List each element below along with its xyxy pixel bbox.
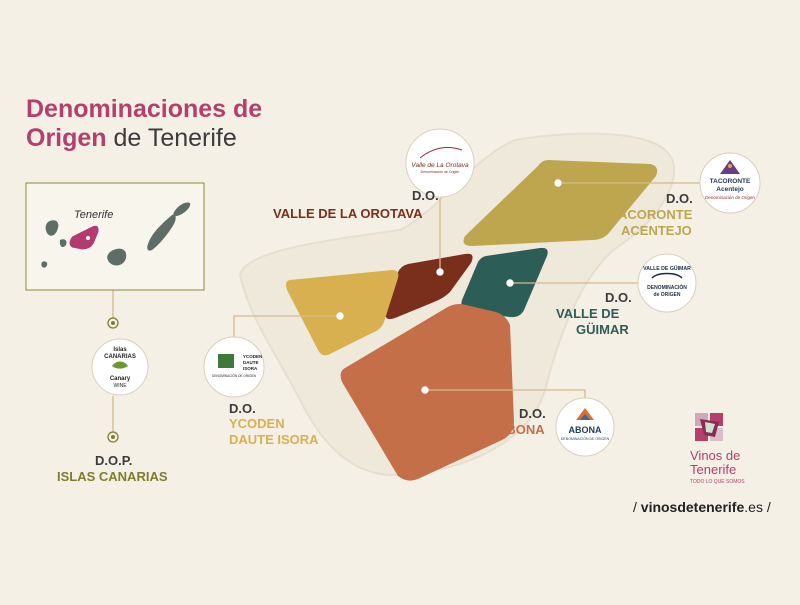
island-gran-canaria — [107, 248, 127, 266]
dot-orotava — [436, 268, 444, 276]
logo-circle-orotava — [405, 128, 475, 198]
label-orotava-name: VALLE DE LA OROTAVA — [273, 206, 423, 221]
island-lanzarote — [173, 202, 191, 216]
connector-lines — [112, 182, 700, 432]
label-guimar-line2: GÜIMAR — [576, 322, 629, 337]
logo-circle-abona — [555, 397, 615, 457]
island-tenerife — [68, 224, 100, 251]
logo-guimar-line2: DENOMINACIÓN — [647, 283, 687, 291]
logo-islas-line3: Canary — [110, 376, 131, 382]
logo-islas-line2: CANARIAS — [104, 354, 136, 360]
brand-tagline: TODO LO QUE SOMOS — [690, 479, 745, 485]
region-ycoden-daute-isora — [286, 270, 399, 356]
label-ycoden-prefix: D.O. — [229, 401, 256, 416]
logo-tacoronte-line2: Acentejo — [716, 186, 743, 193]
dot-guimar — [506, 279, 514, 287]
sun-emblem-icon — [728, 164, 732, 168]
inset-frame — [25, 182, 205, 291]
logo-circle-guimar — [637, 253, 697, 313]
dot-ycoden — [336, 312, 344, 320]
logo-ycoden-line1: YCODEN — [243, 354, 262, 359]
logo-ycoden-sub: DENOMINACIÓN DE ORIGEN — [212, 373, 257, 378]
label-tacoronte-line1: TACORONTE — [611, 207, 693, 222]
label-islas-name: ISLAS CANARIAS — [57, 469, 168, 484]
inset-map: Tenerife — [25, 182, 205, 291]
brand-logo: Vinos de Tenerife TODO LO QUE SOMOS — [690, 413, 745, 485]
logo-guimar-line3: de ORIGEN — [654, 292, 681, 298]
url-slash-open: / — [633, 499, 641, 515]
label-guimar-line1: VALLE DE — [556, 306, 620, 321]
inset-label-tenerife: Tenerife — [74, 209, 113, 221]
brand-url: / vinosdetenerife.es / — [633, 499, 771, 515]
logo-abona-text: ABONA — [569, 425, 602, 435]
label-tacoronte-line2: ACENTEJO — [621, 223, 692, 238]
island-el-hierro — [41, 261, 48, 268]
region-dots — [336, 179, 562, 394]
connector-ycoden — [233, 315, 340, 338]
logo-ycoden-line2: DAUTE — [243, 360, 259, 365]
url-bold: vinosdetenerife — [641, 499, 745, 515]
region-tacoronte-acentejo — [463, 160, 658, 246]
region-valle-de-guimar — [461, 247, 548, 318]
island-la-palma — [45, 220, 59, 236]
label-guimar-prefix: D.O. — [605, 290, 632, 305]
title-line-2: Origen de Tenerife — [26, 124, 237, 152]
island-fuerteventura — [147, 214, 176, 251]
connector-abona — [425, 389, 586, 398]
brand-line1: Vinos de — [690, 448, 740, 463]
logo-abona: ABONA DENOMINACIÓN DE ORIGEN — [555, 397, 615, 457]
title-line-1: Denominaciones de — [26, 95, 262, 123]
logo-orotava-text: Valle de La Orotava — [411, 162, 469, 169]
region-labels: D.O. VALLE DE LA OROTAVA D.O. TACORONTE … — [57, 188, 693, 484]
arch-emblem-icon — [651, 272, 683, 279]
url-slash-close: / — [763, 499, 771, 515]
title-origen: Origen — [26, 124, 107, 152]
page-title: Denominaciones de Origen de Tenerife — [26, 95, 262, 152]
logo-islas-line4: WINE — [113, 383, 127, 389]
label-abona-name: ABONA — [497, 422, 545, 437]
logo-islas-canarias: Islas CANARIAS Canary WINE — [91, 338, 149, 396]
brand-mosaic-icon — [695, 413, 723, 441]
logo-valle-de-la-orotava: Valle de La Orotava Denominación de Orig… — [405, 128, 475, 198]
logo-tacoronte-line1: TACORONTE — [710, 178, 751, 185]
ycoden-emblem-icon — [218, 354, 234, 368]
title-de-tenerife: de Tenerife — [107, 124, 237, 152]
marker-dot-top — [111, 321, 115, 325]
label-ycoden-line2: DAUTE ISORA — [229, 432, 319, 447]
tenerife-marker — [86, 236, 90, 240]
mountain-line-icon — [419, 147, 463, 159]
logo-islas-line1: Islas — [113, 347, 127, 353]
url-rest: .es — [744, 499, 763, 515]
logo-circle-tacoronte — [699, 152, 761, 214]
logo-abona-sub: DENOMINACIÓN DE ORIGEN — [561, 436, 610, 441]
logo-ycoden-line3: ISORA — [243, 366, 258, 371]
brand-line2: Tenerife — [690, 462, 736, 477]
dot-tacoronte — [554, 179, 562, 187]
region-valle-de-la-orotava — [384, 253, 473, 320]
logo-tacoronte-sub: Denominación de Origen — [705, 195, 755, 200]
label-islas-prefix: D.O.P. — [95, 453, 132, 468]
logo-valle-de-guimar: VALLE DE GÜIMAR DENOMINACIÓN de ORIGEN — [637, 253, 697, 313]
wave-emblem-icon — [580, 414, 590, 420]
label-tacoronte-prefix: D.O. — [666, 191, 693, 206]
island-la-gomera — [59, 239, 67, 248]
label-abona-prefix: D.O. — [519, 406, 546, 421]
logo-guimar-line1: VALLE DE GÜIMAR — [643, 265, 691, 272]
dot-abona — [421, 386, 429, 394]
logo-tacoronte-acentejo: TACORONTE Acentejo Denominación de Orige… — [699, 152, 761, 214]
label-ycoden-line1: YCODEN — [229, 416, 285, 431]
logo-ycoden-daute-isora: YCODEN DAUTE ISORA DENOMINACIÓN DE ORIGE… — [203, 336, 265, 398]
inset-connector-markers — [107, 317, 119, 443]
logo-orotava-sub: Denominación de Origen — [421, 170, 460, 174]
vine-leaf-icon — [112, 361, 128, 369]
marker-dot-bottom — [111, 435, 115, 439]
label-orotava-prefix: D.O. — [412, 188, 439, 203]
